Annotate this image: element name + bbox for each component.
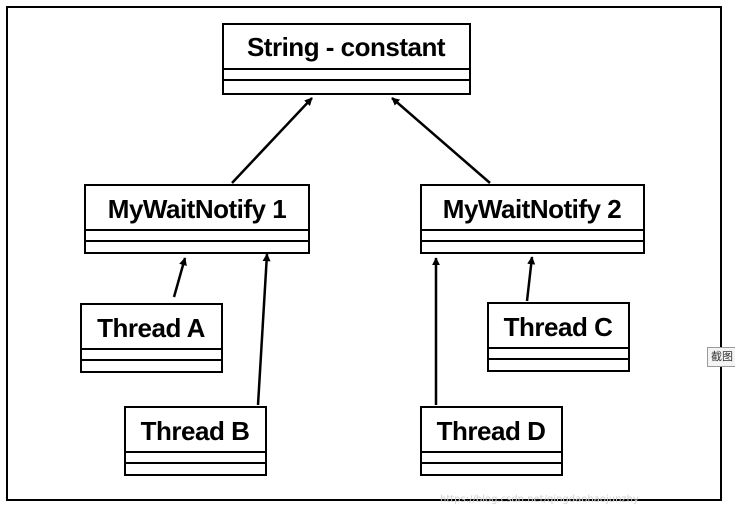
class-mywaitnotify-2: MyWaitNotify 2 <box>420 184 645 254</box>
relation-arrows <box>172 97 536 406</box>
class-thread-c: Thread C <box>487 302 630 372</box>
watermark-text: https://blog.csdn.net/qingdaohaojunzhy <box>440 494 639 505</box>
class-name-string-constant: String - constant <box>247 32 446 62</box>
arrow-threada-to-mywaitnotify1 <box>172 257 187 298</box>
screenshot-side-tab[interactable]: 截图 <box>707 347 735 367</box>
class-string-constant: String - constant <box>222 23 471 95</box>
class-name-mywaitnotify-2: MyWaitNotify 2 <box>443 194 621 224</box>
arrow-mywaitnotify1-to-string <box>231 97 313 184</box>
class-name-thread-a: Thread A <box>97 313 205 343</box>
arrow-mywaitnotify2-to-string <box>391 97 491 184</box>
class-thread-d: Thread D <box>420 406 563 476</box>
class-name-thread-d: Thread D <box>437 416 546 446</box>
class-name-thread-c: Thread C <box>504 312 613 342</box>
class-name-mywaitnotify-1: MyWaitNotify 1 <box>108 194 286 224</box>
class-thread-a: Thread A <box>80 303 223 373</box>
arrow-threadc-to-mywaitnotify2 <box>525 256 536 302</box>
class-mywaitnotify-1: MyWaitNotify 1 <box>84 184 310 254</box>
arrow-threadb-to-mywaitnotify1 <box>256 253 271 406</box>
class-name-thread-b: Thread B <box>141 416 250 446</box>
class-thread-b: Thread B <box>124 406 267 476</box>
